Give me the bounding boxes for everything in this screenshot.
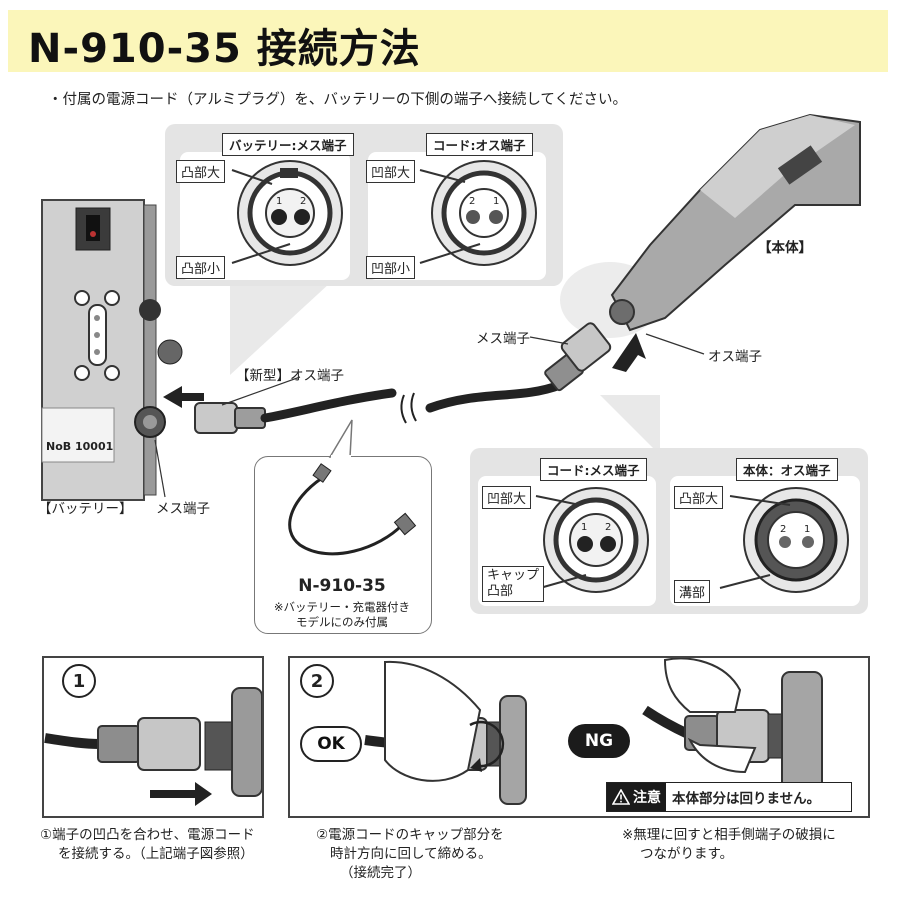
ok-badge: OK xyxy=(300,726,362,762)
label-battery: 【バッテリー】 xyxy=(38,501,133,517)
label-large-concave-2: 凹部大 xyxy=(482,486,532,509)
label-small-convex: 凸部小 xyxy=(176,256,226,279)
label-new-male-terminal: 【新型】オス端子 xyxy=(236,368,344,384)
step-2-caption-1: ②電源コードのキャップ部分を xyxy=(316,827,504,843)
step-1-frame xyxy=(42,656,264,818)
label-cap-line1: キャップ xyxy=(487,568,540,583)
pin-label-1b: 1 xyxy=(493,196,500,207)
step-2-caption-2: 時計方向に回して締める。 xyxy=(330,846,492,862)
serial-number: NoB 10001 xyxy=(46,440,114,453)
pin-label-2c: 2 xyxy=(605,522,612,533)
pin-label-2: 2 xyxy=(300,196,307,207)
label-male-terminal-body: オス端子 xyxy=(708,349,762,365)
step-1-caption-1: ①端子の凹凸を合わせ、電源コード xyxy=(40,827,255,843)
step-2-number: 2 xyxy=(300,664,334,698)
label-small-concave: 凹部小 xyxy=(366,256,416,279)
intro-text: ・付属の電源コード（アルミプラグ）を、バッテリーの下側の端子へ接続してください。 xyxy=(48,92,627,108)
tag-cord-female: コード:メス端子 xyxy=(540,458,647,481)
step2-ok-illustration xyxy=(364,660,527,805)
callout-wedge-top xyxy=(230,283,330,375)
step1-illustration xyxy=(44,687,263,806)
page-title: N-910-35 接続方法 xyxy=(28,26,421,72)
warning-icon xyxy=(612,789,630,805)
label-cap-convex: キャップ 凸部 xyxy=(482,566,545,602)
warning-box: 注意 本体部分は回りません。 xyxy=(606,782,852,812)
ng-note-1: ※無理に回すと相手側端子の破損に xyxy=(622,827,836,843)
tag-cord-male: コード:オス端子 xyxy=(426,133,533,156)
pin-label-1: 1 xyxy=(276,196,283,207)
label-large-convex-2: 凸部大 xyxy=(674,486,724,509)
step-1-caption-2: を接続する。（上記端子図参照） xyxy=(58,846,254,862)
arrow-to-battery xyxy=(163,386,204,408)
tool-body xyxy=(609,113,861,332)
label-female-terminal-cord: メス端子 xyxy=(476,331,530,347)
step-2-caption-3: （接続完了） xyxy=(340,865,421,881)
step-1-number: 1 xyxy=(62,664,96,698)
pin-label-1d: 1 xyxy=(804,524,811,535)
label-large-concave: 凹部大 xyxy=(366,160,416,183)
label-body: 【本体】 xyxy=(758,240,812,256)
label-groove: 溝部 xyxy=(674,580,711,603)
label-large-convex: 凸部大 xyxy=(176,160,226,183)
callout-wedge-bottom xyxy=(600,395,660,455)
product-name: N-910-35 xyxy=(298,576,386,596)
power-cord xyxy=(194,322,612,434)
battery-unit xyxy=(41,199,183,501)
pin-label-2d: 2 xyxy=(780,524,787,535)
pin-label-2b: 2 xyxy=(469,196,476,207)
title-bar xyxy=(8,10,888,72)
warning-text: 本体部分は回りません。 xyxy=(672,791,821,807)
warning-label-block: 注意 xyxy=(607,783,666,811)
tag-battery-female: バッテリー:メス端子 xyxy=(222,133,354,156)
pin-label-1c: 1 xyxy=(581,522,588,533)
product-note-2: モデルにのみ付属 xyxy=(296,615,388,629)
arrow-to-tool xyxy=(612,333,646,372)
label-cap-line2: 凸部 xyxy=(487,584,514,599)
step-2-frame xyxy=(288,656,870,818)
tag-body-male: 本体：オス端子 xyxy=(736,458,838,481)
step2-ng-illustration xyxy=(642,657,823,795)
product-note-1: ※バッテリー・充電器付き xyxy=(273,600,411,614)
warning-label: 注意 xyxy=(633,790,661,806)
label-female-terminal-battery: メス端子 xyxy=(156,501,210,517)
ng-note-2: つながります。 xyxy=(640,846,734,862)
ng-badge: NG xyxy=(568,724,630,758)
